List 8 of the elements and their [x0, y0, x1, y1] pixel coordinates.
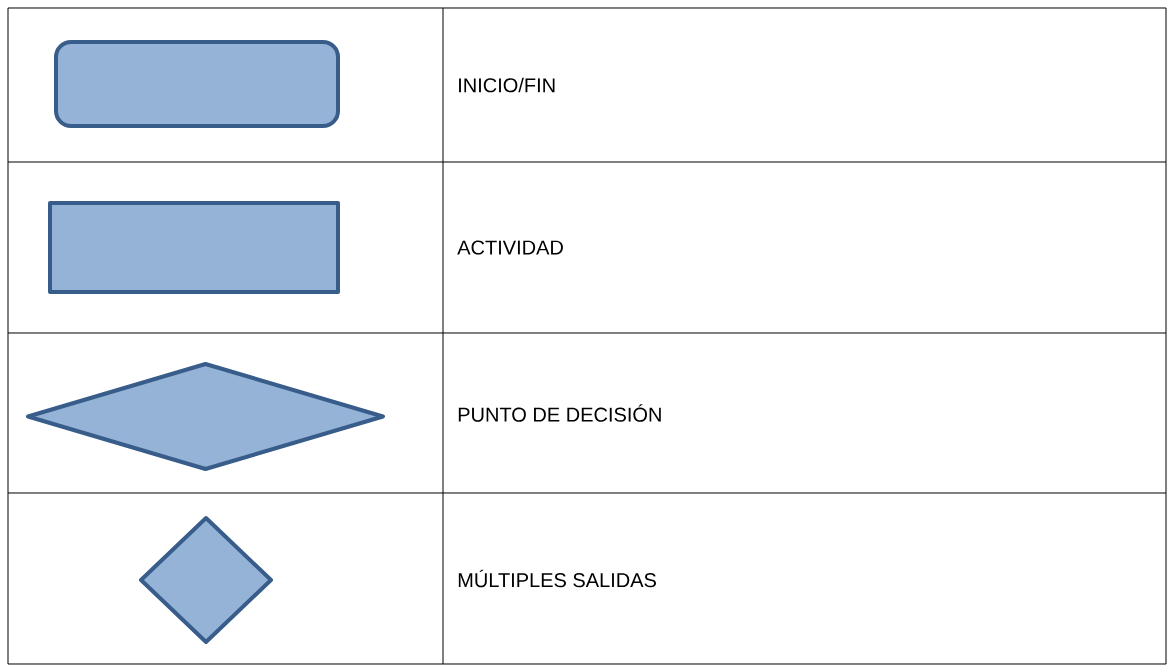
symbol-description: PUNTO DE DECISIÓN: [458, 404, 661, 422]
symbol-description: MÚLTIPLES SALIDAS: [458, 569, 656, 588]
diamond-symbol: [139, 516, 273, 644]
diamond-symbol: [26, 362, 385, 471]
symbol-description: INICIO/FIN: [459, 77, 555, 93]
symbol-description: ACTIVIDAD: [457, 240, 563, 255]
rounded-rectangle-symbol: [54, 40, 340, 128]
rectangle-symbol: [48, 201, 340, 294]
